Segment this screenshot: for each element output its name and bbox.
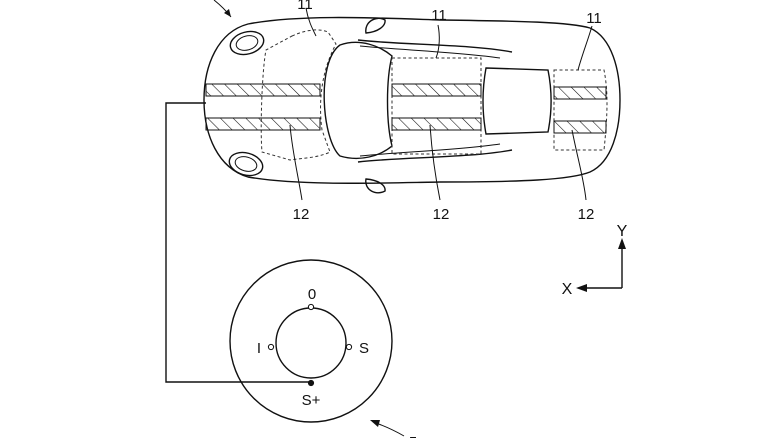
dial-label-top: 0 <box>308 286 316 303</box>
connection-wire <box>165 102 311 383</box>
mirror-top <box>365 17 386 34</box>
dial-label-left: I <box>257 340 261 357</box>
mode-dial <box>229 259 393 423</box>
roof-line-bottom <box>357 149 513 163</box>
leader-12-mid <box>429 124 441 201</box>
dial-ref-arrow <box>370 420 405 437</box>
leader-11-front <box>305 7 317 37</box>
dial-dot-bottom <box>307 379 315 387</box>
label-11-mid: 11 <box>431 7 447 24</box>
front-panel-dashed <box>260 29 337 161</box>
rear-panel-dashed <box>553 69 608 151</box>
headlight-bottom <box>228 151 264 177</box>
dial-inner-knob <box>275 307 347 379</box>
side-window-bottom <box>359 143 501 157</box>
stripe-front-bottom <box>205 117 321 131</box>
label-12-front: 12 <box>293 206 310 223</box>
car-body-outline <box>203 16 621 184</box>
dial-ref-number: 5 <box>409 434 417 438</box>
dial-outer-ring <box>229 259 393 423</box>
headlight-bottom-inner <box>234 156 258 172</box>
dial-dot-left <box>267 343 275 351</box>
dial-label-bottom: S+ <box>302 392 321 409</box>
label-11-front: 11 <box>297 0 313 13</box>
stripe-front-top <box>205 83 321 97</box>
leader-12-rear <box>571 129 587 201</box>
stripe-roof-bottom <box>391 117 482 131</box>
leader-11-rear <box>577 25 593 71</box>
roof-panel-dashed <box>391 57 482 155</box>
rear-window <box>482 67 552 135</box>
dial-dot-top <box>307 303 315 311</box>
headlight-top-inner <box>235 35 259 51</box>
headlight-top <box>229 30 265 56</box>
stripe-rear-top <box>553 86 607 100</box>
leader-12-front <box>289 124 303 201</box>
label-12-rear: 12 <box>578 206 595 223</box>
leader-11-mid <box>435 24 440 59</box>
axis-label-x: X <box>562 281 573 298</box>
dial-dot-right <box>345 343 353 351</box>
roof-line-top <box>357 39 513 53</box>
dial-label-right: S <box>359 340 369 357</box>
stripe-rear-bottom <box>553 120 607 134</box>
label-12-mid: 12 <box>433 206 450 223</box>
car-top-view <box>203 7 621 201</box>
label-11-rear: 11 <box>586 10 602 27</box>
mirror-bottom <box>365 178 386 194</box>
stripe-roof-top <box>391 83 482 97</box>
windshield <box>323 41 393 160</box>
side-window-top <box>359 45 501 59</box>
axis-label-y: Y <box>617 223 628 240</box>
coordinate-axes <box>576 238 626 292</box>
figure-ref-arrow <box>213 0 232 18</box>
